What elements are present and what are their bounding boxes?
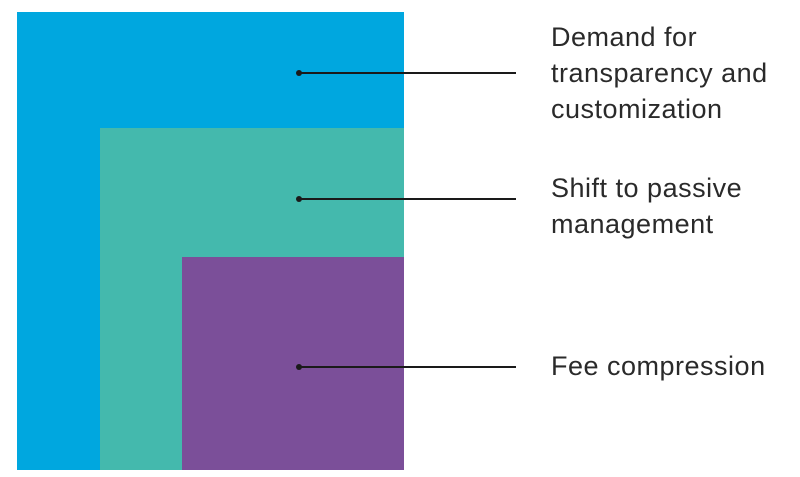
inner-layer-block (182, 257, 404, 470)
middle-layer-connector (296, 196, 516, 202)
inner-layer-connector (296, 364, 516, 370)
middle-layer-label-line: management (551, 209, 714, 239)
outer-layer-label-line: Demand for (551, 22, 698, 52)
outer-layer-connector-dot (296, 70, 302, 76)
outer-layer-connector (296, 70, 516, 76)
outer-layer-label: Demand for transparency and customizatio… (551, 19, 768, 127)
outer-layer-label-line: transparency and (551, 58, 768, 88)
outer-layer-label-line: customization (551, 94, 723, 124)
middle-layer-connector-dot (296, 196, 302, 202)
middle-layer-label: Shift to passive management (551, 170, 742, 242)
inner-layer-connector-dot (296, 364, 302, 370)
inner-layer-label-line: Fee compression (551, 351, 766, 381)
inner-layer-label: Fee compression (551, 348, 766, 384)
middle-layer-label-line: Shift to passive (551, 173, 743, 203)
